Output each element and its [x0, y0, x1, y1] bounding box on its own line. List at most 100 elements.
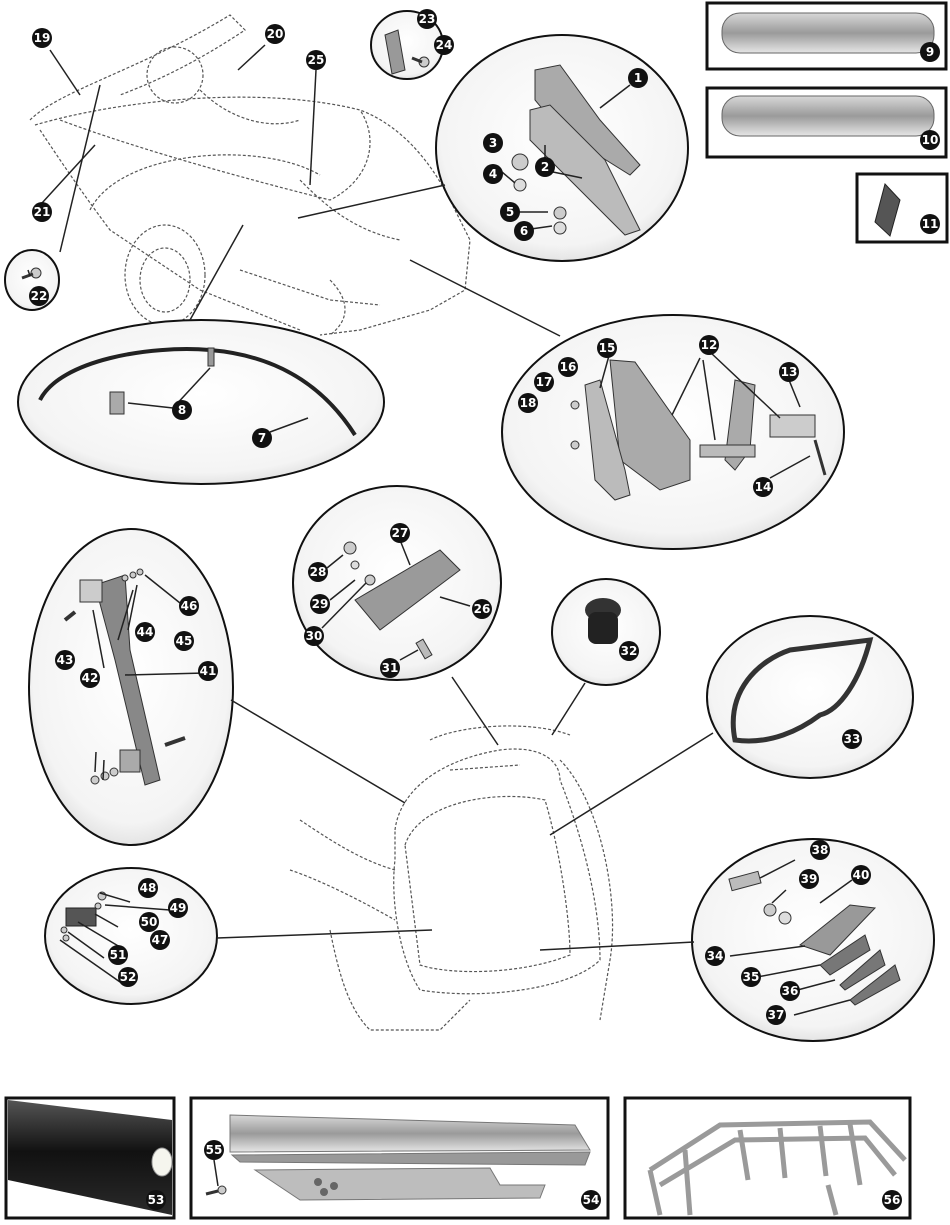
callout-circle: [799, 869, 819, 889]
callout-circle: [308, 562, 328, 582]
callout-circle: [198, 661, 218, 681]
callout-circle: [483, 164, 503, 184]
callout-27: 27: [390, 523, 410, 543]
callout-number: 23: [419, 12, 436, 26]
callout-number: 29: [312, 597, 329, 611]
callout-37: 37: [766, 1005, 786, 1025]
callout-circle: [628, 68, 648, 88]
callout-52: 52: [118, 967, 138, 987]
callout-number: 46: [181, 599, 198, 613]
callout-2: 2: [535, 157, 555, 177]
callout-number: 2: [541, 160, 549, 174]
callout-number: 7: [258, 431, 266, 445]
callout-35: 35: [741, 967, 761, 987]
callout-circle: [146, 1190, 166, 1210]
callout-32: 32: [619, 641, 639, 661]
callout-circle: [558, 357, 578, 377]
callout-53: 53: [146, 1190, 166, 1210]
callout-4: 4: [483, 164, 503, 184]
callout-45: 45: [174, 631, 194, 651]
callout-circle: [500, 202, 520, 222]
leader-lines: [189, 184, 714, 951]
bubble-trim-strip: [17, 319, 385, 485]
callout-circle: [306, 50, 326, 70]
screw-part-22: [21, 267, 42, 280]
callout-21: 21: [32, 202, 52, 222]
callout-56: 56: [882, 1190, 902, 1210]
callout-number: 15: [599, 341, 616, 355]
callout-48: 48: [138, 878, 158, 898]
callout-circle: [705, 946, 725, 966]
callout-number: 21: [34, 205, 51, 219]
callout-18: 18: [518, 393, 538, 413]
callout-circle: [135, 622, 155, 642]
callout-circle: [699, 335, 719, 355]
callout-circle: [172, 400, 192, 420]
callout-number: 14: [755, 480, 772, 494]
callout-43: 43: [55, 650, 75, 670]
callout-number: 52: [120, 970, 137, 984]
callout-number: 28: [310, 565, 327, 579]
callout-circle: [390, 523, 410, 543]
callout-circle: [597, 338, 617, 358]
callout-number: 33: [844, 732, 861, 746]
callout-number: 5: [506, 205, 514, 219]
callout-26: 26: [472, 599, 492, 619]
callout-51: 51: [108, 945, 128, 965]
callout-30: 30: [304, 626, 324, 646]
callout-circle: [535, 157, 555, 177]
callout-circle: [851, 865, 871, 885]
callout-circle: [483, 133, 503, 153]
catch-parts: [60, 891, 107, 942]
callout-circle: [32, 28, 52, 48]
callout-15: 15: [597, 338, 617, 358]
callout-number: 41: [200, 664, 217, 678]
callout-number: 44: [137, 625, 154, 639]
callout-circle: [32, 202, 52, 222]
callout-number: 8: [178, 403, 186, 417]
badge-box-11: [855, 172, 949, 244]
callout-number: 26: [474, 602, 491, 616]
callout-9: 9: [920, 42, 940, 62]
callout-number: 37: [768, 1008, 785, 1022]
callout-42: 42: [80, 668, 100, 688]
callout-44: 44: [135, 622, 155, 642]
badge-box-9: [705, 1, 948, 71]
callout-number: 25: [308, 53, 325, 67]
callout-number: 3: [489, 136, 497, 150]
photo-box-53: [4, 1096, 176, 1220]
callout-29: 29: [310, 594, 330, 614]
callout-number: 19: [34, 31, 51, 45]
callout-38: 38: [810, 840, 830, 860]
callout-22: 22: [29, 286, 49, 306]
callout-23: 23: [417, 9, 437, 29]
callout-circle: [174, 631, 194, 651]
callout-40: 40: [851, 865, 871, 885]
callout-circle: [920, 42, 940, 62]
callout-36: 36: [780, 981, 800, 1001]
callout-number: 47: [152, 933, 169, 947]
callout-number: 50: [141, 915, 158, 929]
callout-circle: [920, 214, 940, 234]
callout-number: 20: [267, 27, 284, 41]
badge-box-10: [705, 86, 948, 159]
callout-circle: [252, 428, 272, 448]
callout-number: 27: [392, 526, 409, 540]
callout-number: 1: [634, 71, 642, 85]
callout-circle: [534, 372, 554, 392]
callout-number: 4: [489, 167, 497, 181]
grommet-part: [585, 598, 621, 644]
callout-circle: [310, 594, 330, 614]
callout-number: 45: [176, 634, 193, 648]
callout-number: 55: [206, 1143, 223, 1157]
callout-number: 43: [57, 653, 74, 667]
boot-hinge-parts: [570, 359, 827, 501]
callout-46: 46: [179, 596, 199, 616]
callout-circle: [920, 130, 940, 150]
callout-33: 33: [842, 729, 862, 749]
callout-number: 42: [82, 671, 99, 685]
rear-body-sketch: [289, 725, 614, 1031]
callout-number: 30: [306, 629, 323, 643]
callout-circle: [779, 362, 799, 382]
